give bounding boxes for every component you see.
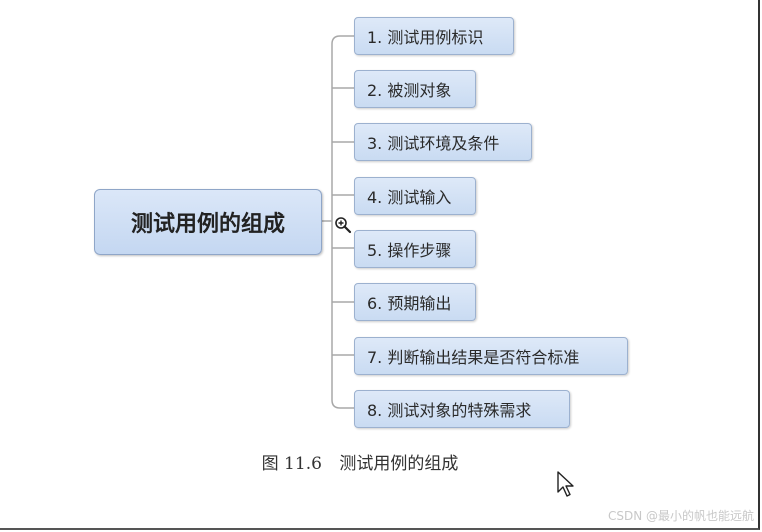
node-test-case-id: 1. 测试用例标识 bbox=[354, 17, 514, 55]
branch-connector bbox=[331, 399, 354, 409]
branch-connector bbox=[331, 35, 354, 45]
node-special-requirements: 8. 测试对象的特殊需求 bbox=[354, 390, 570, 428]
node-test-input: 4. 测试输入 bbox=[354, 177, 476, 215]
zoom-in-icon[interactable] bbox=[334, 216, 352, 234]
figure-title: 测试用例的组成 bbox=[339, 454, 459, 474]
node-operation-steps: 5. 操作步骤 bbox=[354, 230, 476, 268]
node-judgment-criteria: 7. 判断输出结果是否符合标准 bbox=[354, 337, 628, 375]
node-test-object: 2. 被测对象 bbox=[354, 70, 476, 108]
root-node: 测试用例的组成 bbox=[94, 189, 322, 255]
figure-caption: 图 11.6 测试用例的组成 bbox=[0, 449, 720, 474]
node-test-environment: 3. 测试环境及条件 bbox=[354, 123, 532, 161]
node-expected-output: 6. 预期输出 bbox=[354, 283, 476, 321]
figure-number: 图 11.6 bbox=[261, 454, 322, 474]
mouse-pointer-icon bbox=[557, 471, 574, 497]
watermark: CSDN @最小的帆也能远航 bbox=[607, 509, 754, 523]
